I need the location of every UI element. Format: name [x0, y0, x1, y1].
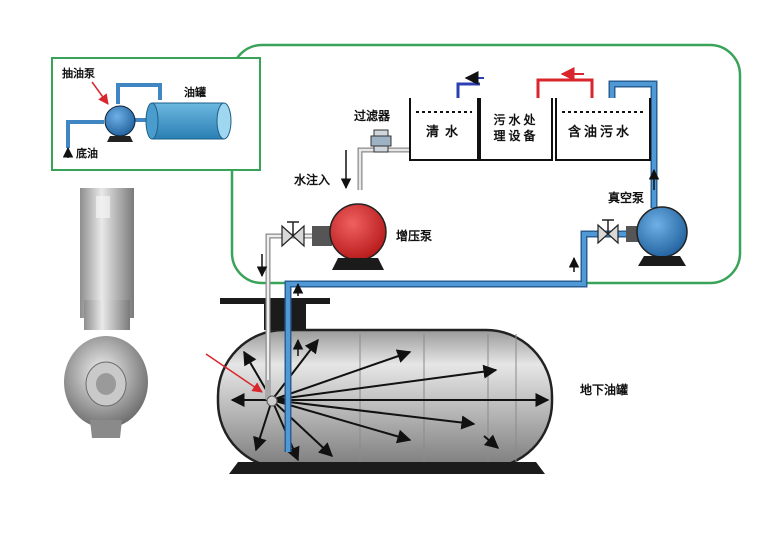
booster-pump-icon — [312, 203, 387, 270]
treatment-label-line2: 理设备 — [493, 129, 539, 144]
clean-water-box — [409, 98, 479, 161]
water-inlet-label: 水注入 — [294, 173, 331, 187]
booster-pump-label: 增压泵 — [396, 229, 433, 243]
oily-water-label: 含油污水 — [568, 125, 633, 140]
underground-tank-label: 地下油罐 — [580, 383, 629, 397]
valve-right-icon — [597, 219, 619, 245]
treatment-label: 污水处 理设备 — [484, 112, 548, 144]
vacuum-pump-icon — [626, 206, 688, 266]
tank-nozzle — [265, 380, 278, 407]
inset-bottom-oil-label: 底油 — [76, 147, 98, 160]
treatment-label-line1: 污水处 — [493, 113, 539, 127]
valve-left-icon — [281, 221, 305, 248]
inset-tank-label: 油罐 — [184, 86, 206, 99]
filter-icon — [370, 129, 392, 153]
clean-water-label: 清水 — [426, 125, 465, 140]
inset-pump-label: 抽油泵 — [62, 67, 95, 80]
spray-arrows — [230, 338, 550, 462]
vacuum-pump-label: 真空泵 — [608, 191, 645, 205]
inset-pump-icon — [104, 105, 136, 137]
inset-pump-system — [62, 81, 232, 158]
treatment-box — [479, 98, 553, 161]
tank-pointer-arrow — [205, 353, 263, 393]
filter-label: 过滤器 — [354, 109, 391, 123]
inset-tank-icon — [145, 102, 232, 140]
oily-water-box — [555, 98, 651, 161]
nozzle-photo — [64, 188, 148, 438]
